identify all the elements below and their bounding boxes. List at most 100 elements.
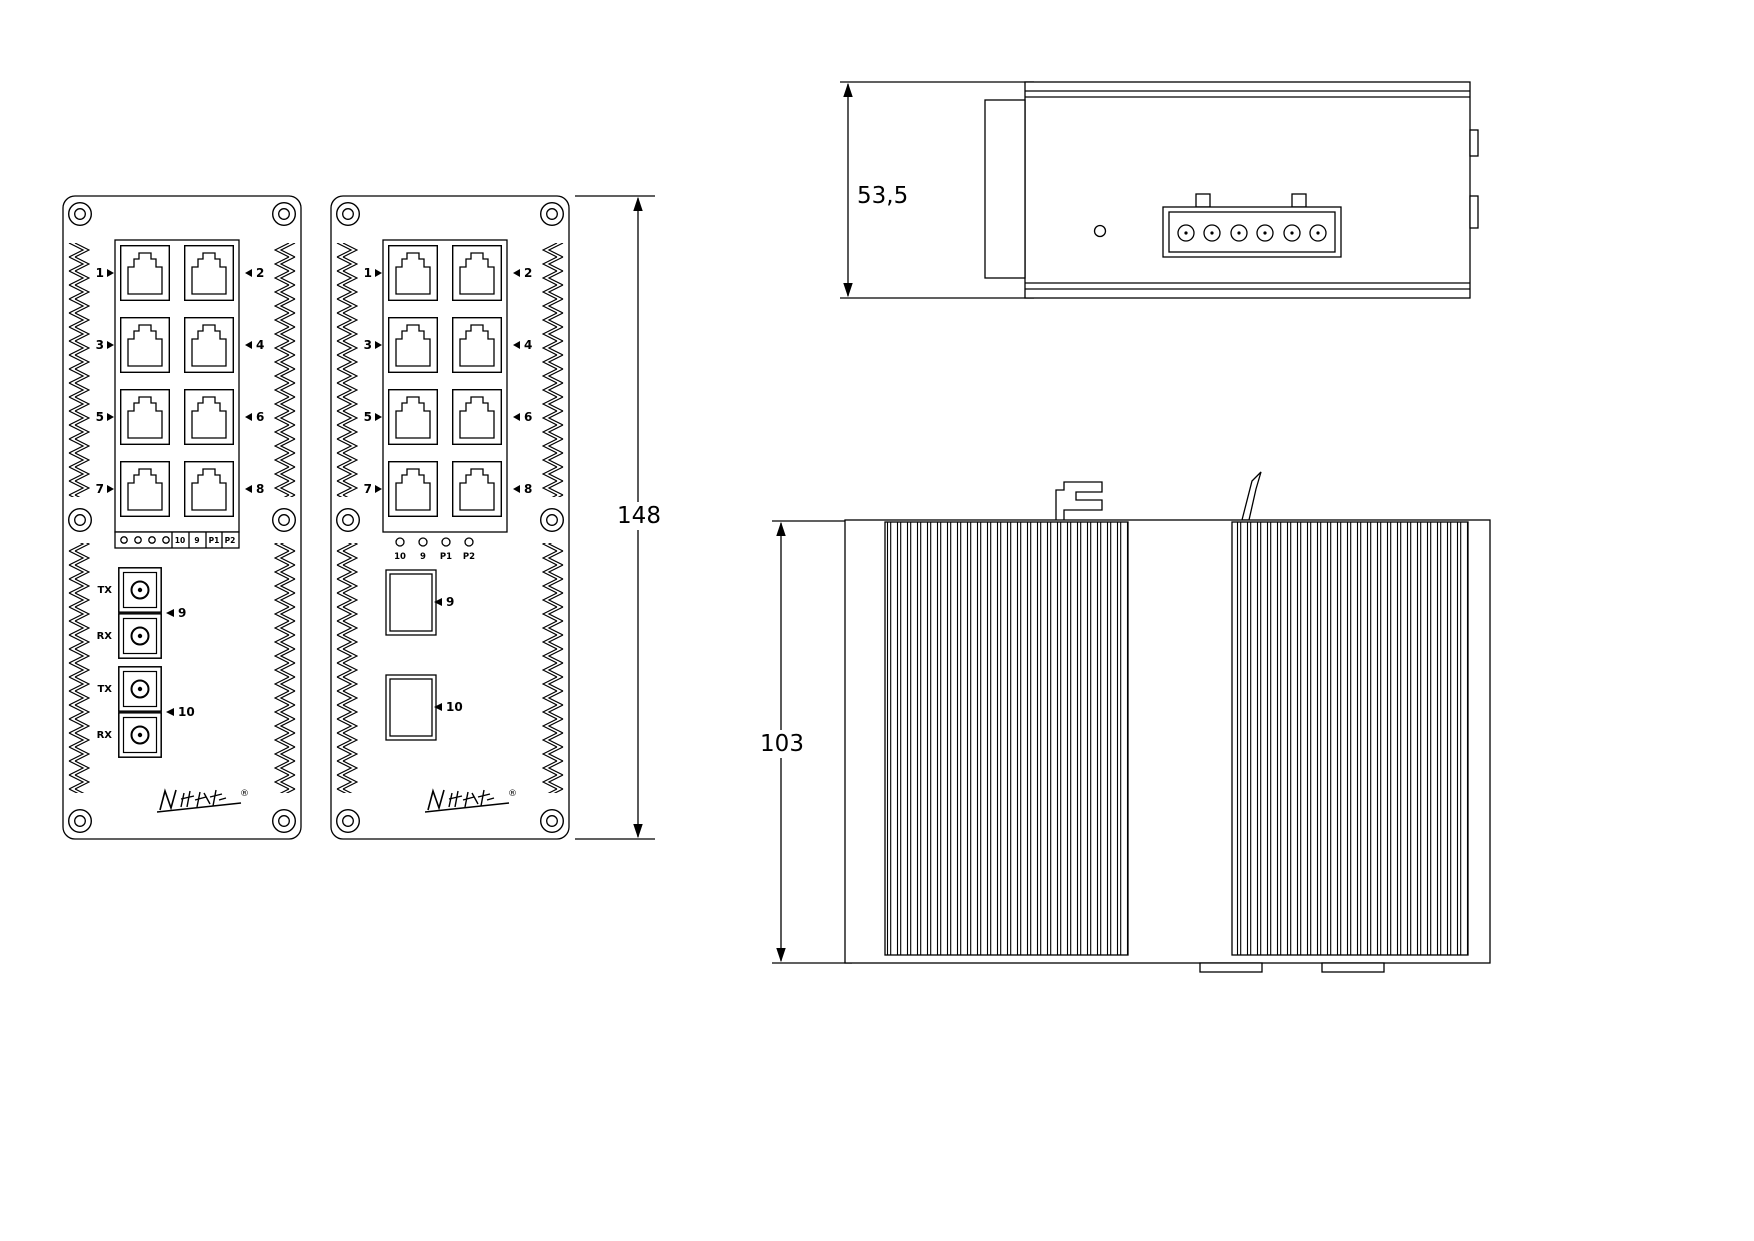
port-label-9: 9	[178, 606, 186, 620]
heatsink-teeth-left-upper	[66, 243, 90, 497]
led-indicator	[441, 537, 451, 547]
rj45-block	[114, 239, 240, 533]
side-view: 103	[756, 471, 1491, 973]
terminal-screw	[1309, 224, 1327, 242]
corner-screw	[272, 809, 296, 833]
port-label-10: 10	[446, 700, 463, 714]
led-cell-label: P1	[209, 536, 220, 545]
port-arrow-icon	[513, 341, 520, 349]
screw-center	[1316, 231, 1320, 235]
led-indicator	[162, 536, 170, 544]
screw-center	[1263, 231, 1267, 235]
port-label: 3	[364, 338, 372, 352]
sfp-port-9-inner	[389, 573, 433, 632]
port-label: 8	[256, 482, 264, 496]
top-view: 53,5	[840, 81, 1479, 299]
mid-screw	[540, 508, 564, 532]
port-arrow-icon	[434, 598, 442, 606]
port-arrow-icon	[107, 341, 114, 349]
port-label: 6	[524, 410, 532, 424]
port-arrow-icon	[107, 485, 114, 493]
heatsink-teeth-right-lower	[274, 543, 298, 793]
dim-front-height: 148	[575, 195, 665, 840]
dimension-text-mask	[613, 502, 665, 530]
brand-logo: ®	[157, 789, 249, 813]
din-rail-clip-latch	[1241, 471, 1262, 521]
heatsink-teeth-right-lower	[542, 543, 566, 793]
corner-screw	[272, 201, 296, 227]
led-label: 10	[394, 552, 406, 562]
mounting-foot	[1321, 962, 1385, 973]
led-cell-label: 9	[194, 536, 199, 545]
trademark-text: ®	[508, 789, 517, 799]
terminal-block-inner	[1168, 211, 1336, 253]
corner-screw	[540, 809, 564, 833]
corner-screw	[540, 201, 564, 227]
dim-side-height: 103	[756, 520, 852, 964]
dimension-text-mask	[756, 730, 808, 758]
terminal-block	[1162, 193, 1342, 258]
corner-screw	[336, 809, 360, 833]
led-indicator	[120, 536, 128, 544]
port-arrow-icon	[375, 485, 382, 493]
port-label: 4	[256, 338, 264, 352]
port-arrow-icon	[245, 413, 252, 421]
port-label-9: 9	[446, 595, 454, 609]
port-label: 5	[96, 410, 104, 424]
led-cell-label: 10	[175, 536, 185, 545]
terminal-screw	[1283, 224, 1301, 242]
port-label: 1	[96, 266, 104, 280]
terminal-screw	[1230, 224, 1248, 242]
heatsink-teeth-right-upper	[542, 243, 566, 497]
dimension-value: 53,5	[857, 183, 908, 209]
port-arrow-icon	[107, 269, 114, 277]
brand-logo: ®	[425, 789, 517, 813]
port-arrow-icon	[245, 269, 252, 277]
dim-depth: 53,5	[840, 81, 1034, 299]
fiber-channel-label: TX	[97, 684, 112, 695]
port-label: 6	[256, 410, 264, 424]
terminal-block-outline	[1162, 206, 1342, 258]
port-arrow-icon	[375, 269, 382, 277]
led-strip-frame	[114, 531, 240, 549]
fiber-channel-label: RX	[97, 631, 113, 642]
led-indicator	[395, 537, 405, 547]
port-arrow-icon	[513, 269, 520, 277]
corner-screw	[67, 201, 93, 227]
led-indicator	[464, 537, 474, 547]
port-arrow-icon	[245, 341, 252, 349]
port-label: 5	[364, 410, 372, 424]
housing-outline	[1024, 81, 1471, 299]
side-tab	[1469, 129, 1479, 157]
port-arrow-icon	[166, 609, 174, 617]
trademark-text: ®	[240, 789, 249, 799]
terminal-screw	[1177, 224, 1195, 242]
heatsink-teeth-left-upper	[334, 243, 358, 497]
heatsink-teeth-left-lower	[334, 543, 358, 793]
port-arrow-icon	[513, 485, 520, 493]
port-label: 1	[364, 266, 372, 280]
port-label-10: 10	[178, 705, 195, 719]
terminal-tab	[1291, 193, 1307, 208]
port-label: 8	[524, 482, 532, 496]
sfp-port-10-inner	[389, 678, 433, 737]
mid-screw	[336, 508, 360, 532]
led-indicator	[134, 536, 142, 544]
heatsink-fins-left	[884, 521, 1129, 956]
dimension-value: 103	[760, 731, 804, 757]
port-arrow-icon	[107, 413, 114, 421]
port-label: 2	[256, 266, 264, 280]
sfp-port-9	[385, 569, 437, 636]
corner-screw	[67, 809, 93, 833]
port-label: 4	[524, 338, 532, 352]
terminal-screw	[1203, 224, 1221, 242]
screw-center	[1290, 231, 1294, 235]
ground-hole	[1093, 224, 1107, 238]
led-label: P2	[463, 552, 475, 562]
led-row: 10 9 P1 P2	[394, 537, 475, 562]
port-label: 3	[96, 338, 104, 352]
terminal-screw	[1256, 224, 1274, 242]
led-strip: 10 9 P1 P2	[114, 531, 240, 549]
fiber-port-block: TX RX TX RX 9 10	[97, 567, 195, 758]
